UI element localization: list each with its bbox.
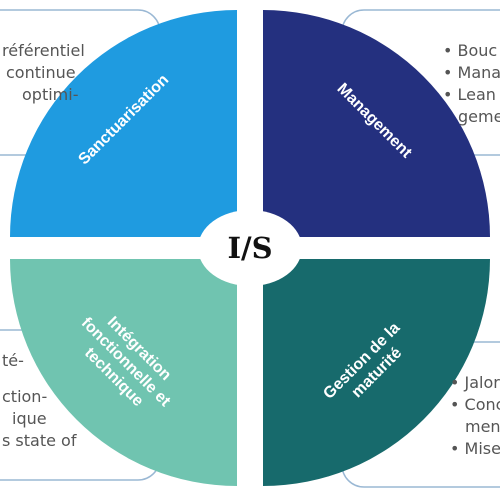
note-line: ction- <box>2 387 48 406</box>
center-oval <box>198 210 302 286</box>
note-line: référentiel <box>2 41 85 60</box>
quadrant-sanctuarisation <box>10 10 237 237</box>
note-line: s state of <box>2 431 77 450</box>
quadrant-maturite <box>263 259 490 486</box>
note-line: • Conc <box>450 395 500 414</box>
quadrant-integration <box>10 259 237 486</box>
note-line: • Lean <box>443 85 496 104</box>
note-line: ique <box>12 409 47 428</box>
note-line: continue <box>6 63 76 82</box>
note-bottom-right: • Jalor • Conc men • Mise <box>450 372 500 460</box>
note-top-right: • Bouc • Mana • Lean geme <box>443 40 500 128</box>
note-line: • Bouc <box>443 41 498 60</box>
note-line: • Mana <box>443 63 500 82</box>
note-top-left: référentiel continue optimi- <box>2 40 85 106</box>
note-line: optimi- <box>22 85 79 104</box>
center-label: I/S <box>227 231 272 265</box>
note-line: men <box>465 417 500 436</box>
quadrant-management <box>263 10 490 237</box>
note-bottom-left: té- ction- ique s state of <box>2 350 76 452</box>
note-line: té- <box>2 351 24 370</box>
note-line: geme <box>458 107 500 126</box>
note-line: • Mise <box>450 439 500 458</box>
note-line: • Jalor <box>450 373 500 392</box>
